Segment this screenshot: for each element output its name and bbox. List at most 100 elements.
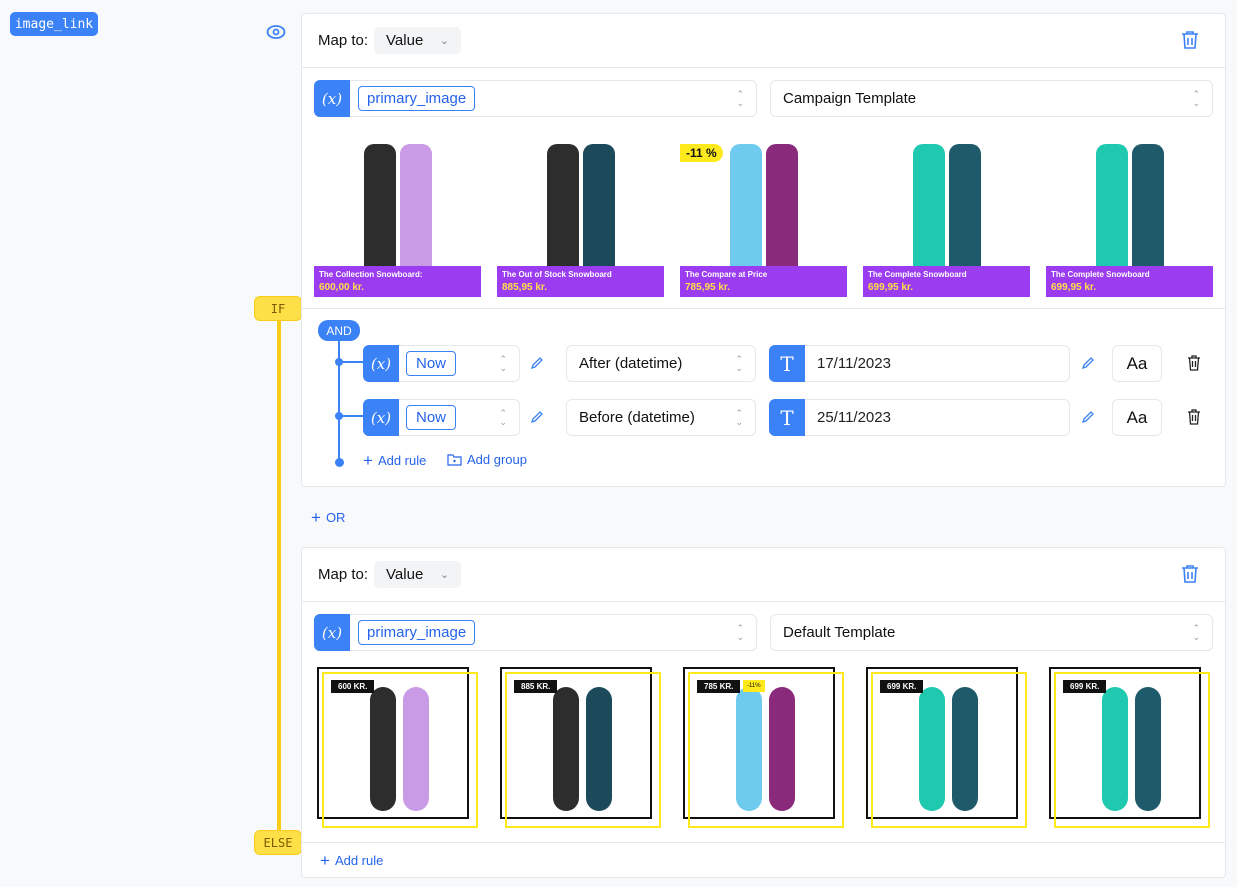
product-image: -11 % The Compare at Price 785,95 kr. — [680, 136, 847, 297]
rule-value: 17/11/2023 — [817, 355, 891, 372]
variable-icon: (x) — [314, 80, 350, 117]
updown-icon: ⌃⌄ — [1192, 623, 1200, 642]
product-name: The Compare at Price — [685, 270, 768, 279]
pencil-icon[interactable] — [530, 410, 544, 424]
product-image: 699 KR. — [866, 667, 1027, 828]
template-value: Default Template — [783, 624, 896, 641]
product-price: 600 KR. — [331, 680, 375, 693]
rule-value-input[interactable]: T 17/11/2023 — [769, 345, 1070, 382]
pencil-icon[interactable] — [530, 356, 544, 370]
updown-icon: ⌃⌄ — [735, 408, 743, 427]
default-preview-images: 600 KR. 885 KR. 785 KR. -11% 699 KR. 699… — [314, 667, 1214, 832]
updown-icon: ⌃⌄ — [1192, 89, 1200, 108]
rule-variable-select[interactable]: (x)Now⌃⌄ — [363, 345, 520, 382]
product-image: The Collection Snowboard: 600,00 kr. — [314, 136, 481, 297]
map-to-value: Value — [386, 32, 424, 49]
variable-icon: (x) — [363, 345, 399, 382]
product-price: 699 KR. — [1063, 680, 1107, 693]
or-label: OR — [325, 510, 346, 525]
eye-icon[interactable] — [266, 23, 286, 41]
template-select[interactable]: Default Template ⌃⌄ — [770, 614, 1213, 651]
trash-icon[interactable] — [1187, 355, 1201, 371]
updown-icon: ⌃⌄ — [499, 354, 507, 373]
map-header: Map to: Value ⌄ — [302, 548, 1225, 602]
variable-select[interactable]: (x) primary_image ⌃⌄ — [314, 614, 757, 651]
product-banner: The Complete Snowboard 699,95 kr. — [1046, 266, 1213, 297]
if-mapping-card: Map to: Value ⌄ (x)primary_image⌃⌄ Campai… — [301, 13, 1226, 487]
field-tag: image_link — [10, 12, 98, 36]
operator-select[interactable]: After (datetime) ⌃⌄ — [566, 345, 756, 382]
product-name: The Collection Snowboard: — [319, 270, 423, 279]
else-mapping-card: Map to: Value ⌄ (x) primary_image ⌃⌄ Defaul… — [301, 547, 1226, 878]
discount-badge: -11% — [743, 680, 765, 692]
operator-value: After (datetime) — [579, 355, 683, 372]
product-price: 885 KR. — [514, 680, 558, 693]
if-badge: IF — [254, 296, 302, 321]
product-name: The Complete Snowboard — [868, 270, 967, 279]
plus-icon: + — [363, 451, 373, 470]
discount-badge: -11 % — [680, 144, 723, 162]
trash-icon[interactable] — [1187, 409, 1201, 425]
case-sensitive-toggle[interactable]: Aa — [1112, 399, 1162, 436]
map-to-value: Value — [386, 566, 424, 583]
trash-icon[interactable] — [1181, 564, 1199, 584]
variable-select[interactable]: (x)primary_image⌃⌄ — [314, 80, 757, 117]
variable-icon: (x) — [363, 399, 399, 436]
rule-variable-select[interactable]: (x) Now ⌃⌄ — [363, 399, 520, 436]
product-price: 785,95 kr. — [685, 282, 731, 293]
add-group-button[interactable]: Add group — [447, 452, 527, 467]
text-type-icon: T — [769, 399, 805, 436]
product-price: 699,95 kr. — [1051, 282, 1097, 293]
pencil-icon[interactable] — [1081, 356, 1095, 370]
map-to-label: Map to: — [318, 32, 369, 49]
plus-icon: + — [311, 508, 321, 527]
campaign-preview-images: The Collection Snowboard: 600,00 kr. The … — [314, 136, 1214, 301]
product-price: 699 KR. — [880, 680, 924, 693]
updown-icon: ⌃⌄ — [499, 408, 507, 427]
rule-value-input[interactable]: T 25/11/2023 — [769, 399, 1070, 436]
product-image: 785 KR. -11% — [683, 667, 844, 828]
add-or-button[interactable]: + OR — [311, 509, 345, 526]
updown-icon: ⌃⌄ — [736, 89, 744, 108]
product-price: 600,00 kr. — [319, 282, 365, 293]
variable-chip: primary_image — [358, 620, 476, 645]
product-image: The Complete Snowboard 699,95 kr. — [1046, 136, 1213, 297]
map-to-select[interactable]: Value ⌄ — [374, 561, 462, 588]
updown-icon: ⌃⌄ — [735, 354, 743, 373]
add-rule-button[interactable]: +Add rule — [363, 452, 426, 469]
template-select[interactable]: Campaign Template ⌃⌄ — [770, 80, 1213, 117]
folder-plus-icon — [447, 454, 462, 466]
condition-rule: (x) Now ⌃⌄ Before (datetime)⌃⌄ T 25/11/2023… — [363, 399, 1237, 436]
rule-value: 25/11/2023 — [817, 409, 891, 426]
variable-icon: (x) — [314, 614, 350, 651]
case-sensitive-toggle[interactable]: Aa — [1112, 345, 1162, 382]
product-price: 885,95 kr. — [502, 282, 548, 293]
tree-line — [338, 341, 340, 462]
map-to-select[interactable]: Value ⌄ — [374, 27, 462, 54]
map-header: Map to: Value ⌄ — [302, 14, 1225, 68]
and-badge[interactable]: AND — [318, 320, 360, 341]
product-image: 600 KR. — [317, 667, 478, 828]
chevron-down-icon: ⌄ — [439, 569, 450, 581]
updown-icon: ⌃⌄ — [736, 623, 744, 642]
product-price: 785 KR. — [697, 680, 741, 693]
map-to-label: Map to: — [318, 566, 369, 583]
else-badge: ELSE — [254, 830, 302, 855]
operator-select[interactable]: Before (datetime)⌃⌄ — [566, 399, 756, 436]
add-rule-label: Add rule — [334, 853, 384, 868]
add-group-label: Add group — [467, 452, 527, 467]
product-name: The Complete Snowboard — [1051, 270, 1150, 279]
variable-chip: Now — [406, 405, 457, 430]
add-rule-button[interactable]: + Add rule — [320, 852, 383, 869]
text-type-icon: T — [769, 345, 805, 382]
chevron-down-icon: ⌄ — [439, 35, 450, 47]
template-value: Campaign Template — [783, 90, 917, 107]
plus-icon: + — [320, 851, 330, 870]
pencil-icon[interactable] — [1081, 410, 1095, 424]
trash-icon[interactable] — [1181, 30, 1199, 50]
